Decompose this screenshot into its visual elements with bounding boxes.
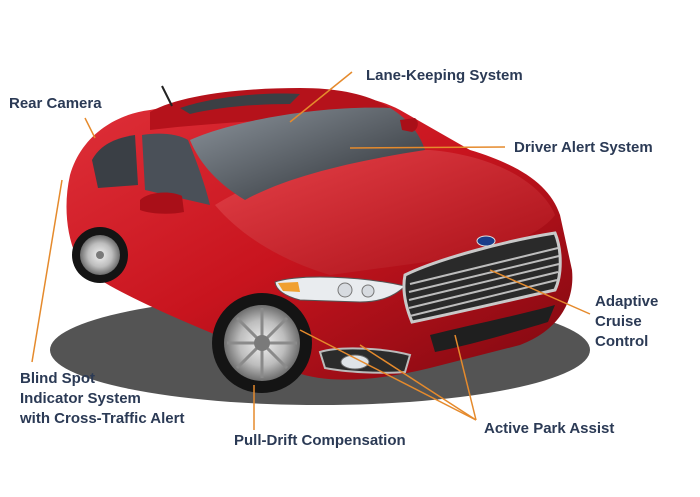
label-adaptive-cruise-line1: Adaptive <box>595 293 659 310</box>
label-adaptive-cruise-line2: Cruise <box>595 313 642 330</box>
car-antenna <box>161 85 173 107</box>
leader-rear-camera <box>84 117 96 139</box>
rear-wheel <box>72 227 128 283</box>
leader-lines <box>31 71 591 430</box>
car-side-window-front <box>142 133 210 205</box>
leader-blind-spot <box>31 179 63 363</box>
car-lower-intake <box>430 305 555 352</box>
car-sunroof <box>180 93 300 114</box>
label-active-park: Active Park Assist <box>484 420 615 437</box>
label-blind-spot: Blind Spot Indicator System with Cross-T… <box>20 369 184 429</box>
label-driver-alert: Driver Alert System <box>514 139 653 156</box>
car-grille-bars <box>408 247 560 317</box>
leader-driver-alert <box>349 146 506 149</box>
label-adaptive-cruise-line3: Control <box>595 333 649 350</box>
leader-active-park-3 <box>454 334 477 421</box>
front-wheel <box>212 293 312 393</box>
leader-active-park-2 <box>359 344 477 421</box>
label-rear-camera: Rear Camera <box>9 95 102 112</box>
leader-lane-keeping <box>289 71 353 123</box>
car-side-mirror <box>140 192 184 214</box>
label-blind-spot-line1: Blind Spot <box>20 370 95 387</box>
car-side-window-rear <box>92 135 138 188</box>
leader-adaptive-cruise <box>489 269 591 315</box>
leader-active-park-1 <box>299 329 477 421</box>
label-lane-keeping: Lane-Keeping System <box>366 67 523 84</box>
brand-badge <box>476 235 496 247</box>
label-adaptive-cruise: Adaptive Cruise Control <box>595 292 658 352</box>
car-hood <box>215 150 555 275</box>
label-pull-drift: Pull-Drift Compensation <box>234 432 406 449</box>
car-roof <box>150 88 390 130</box>
label-blind-spot-line3: with Cross-Traffic Alert <box>20 410 185 427</box>
label-blind-spot-line2: Indicator System <box>20 390 141 407</box>
car-windshield <box>190 107 425 200</box>
